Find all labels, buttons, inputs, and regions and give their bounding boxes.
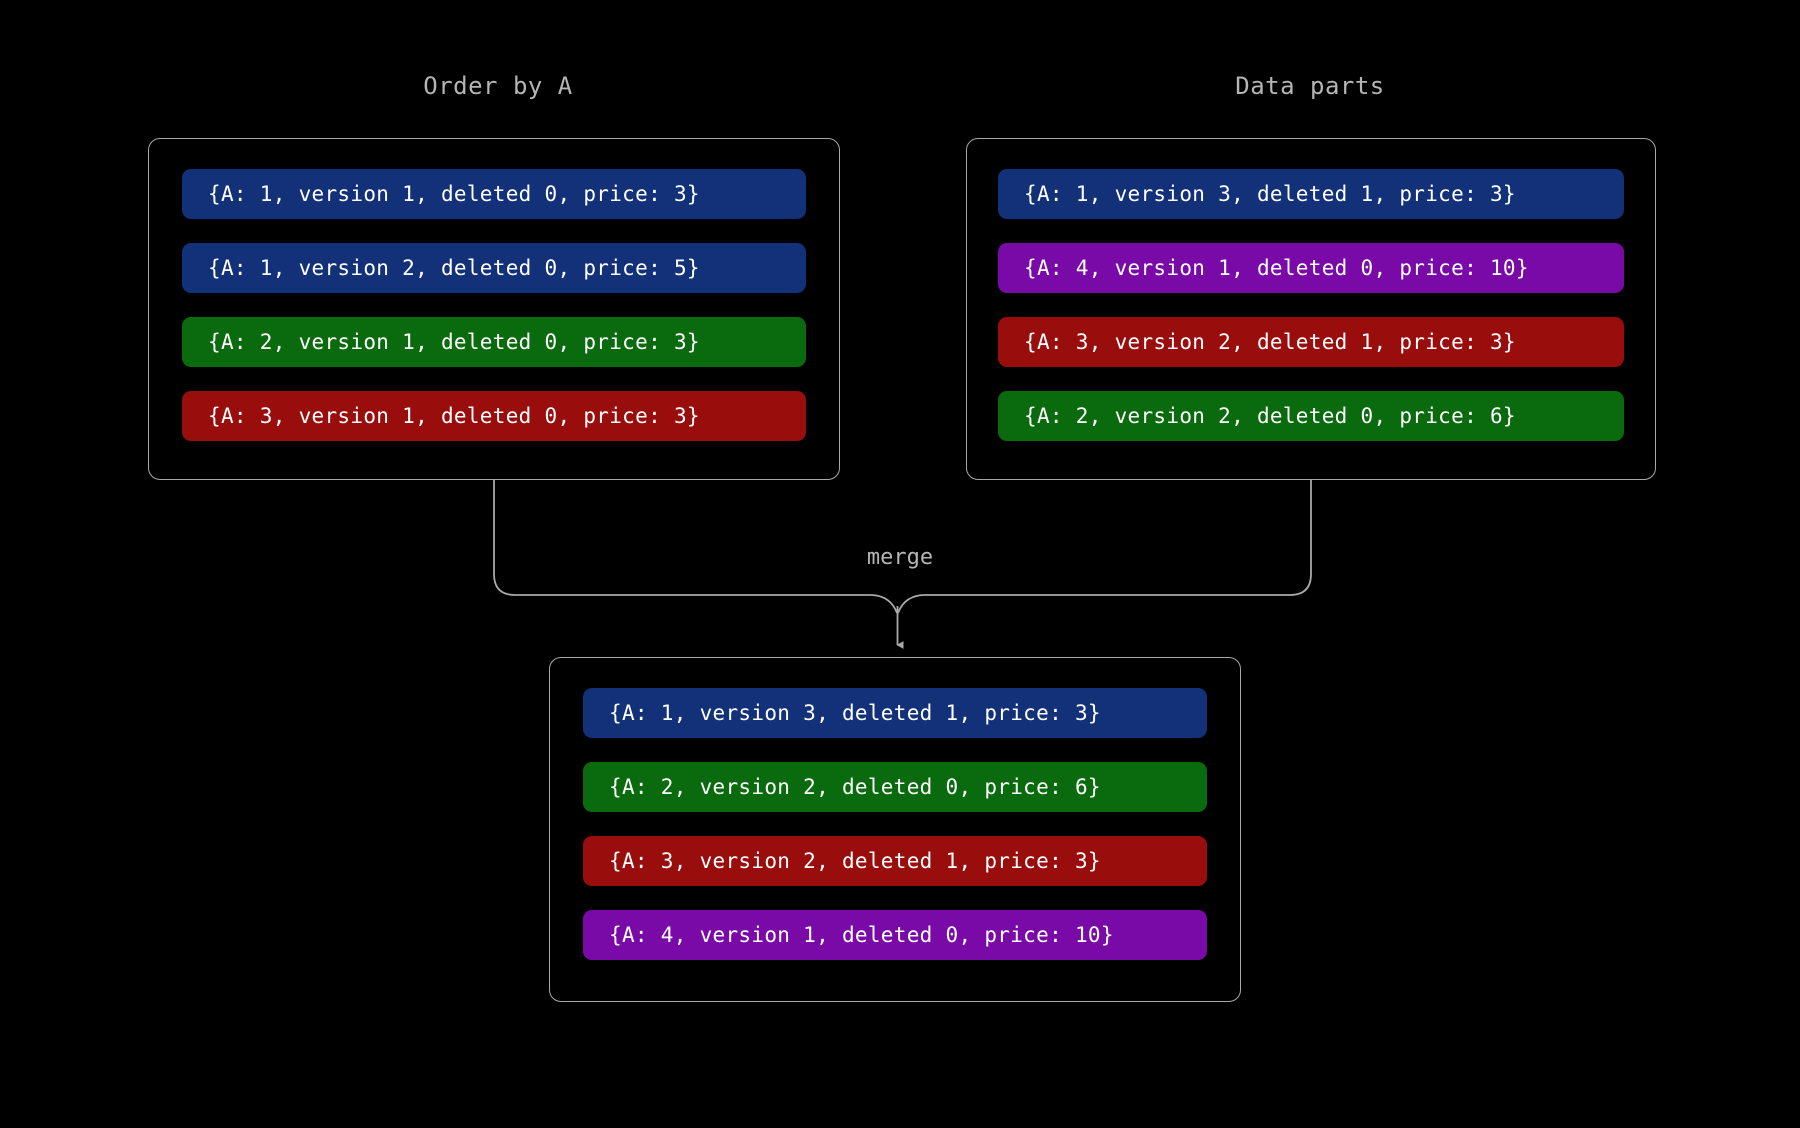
record-row-label: {A: 1, version 1, deleted 0, price: 3} xyxy=(208,182,700,206)
record-row-label: {A: 2, version 2, deleted 0, price: 6} xyxy=(1024,404,1516,428)
panel-title-order-by-a: Order by A xyxy=(423,72,573,100)
panel-merged-result: {A: 1, version 3, deleted 1, price: 3} {A… xyxy=(549,657,1241,1002)
record-row: {A: 1, version 2, deleted 0, price: 5} xyxy=(182,243,806,293)
record-row: {A: 4, version 1, deleted 0, price: 10} xyxy=(998,243,1624,293)
record-row: {A: 1, version 3, deleted 1, price: 3} xyxy=(998,169,1624,219)
connector-path-right xyxy=(897,480,1312,614)
record-row-label: {A: 2, version 2, deleted 0, price: 6} xyxy=(609,775,1101,799)
panel-order-by-a: {A: 1, version 1, deleted 0, price: 3} {A… xyxy=(148,138,840,480)
record-row-label: {A: 3, version 2, deleted 1, price: 3} xyxy=(1024,330,1516,354)
record-row-label: {A: 4, version 1, deleted 0, price: 10} xyxy=(609,923,1114,947)
record-row: {A: 2, version 1, deleted 0, price: 3} xyxy=(182,317,806,367)
record-row: {A: 3, version 2, deleted 1, price: 3} xyxy=(583,836,1207,886)
record-row: {A: 4, version 1, deleted 0, price: 10} xyxy=(583,910,1207,960)
record-row-label: {A: 3, version 1, deleted 0, price: 3} xyxy=(208,404,700,428)
record-row-label: {A: 4, version 1, deleted 0, price: 10} xyxy=(1024,256,1529,280)
record-row: {A: 2, version 2, deleted 0, price: 6} xyxy=(583,762,1207,812)
record-row-label: {A: 2, version 1, deleted 0, price: 3} xyxy=(208,330,700,354)
panel-title-data-parts: Data parts xyxy=(1235,72,1385,100)
record-row-label: {A: 1, version 3, deleted 1, price: 3} xyxy=(609,701,1101,725)
record-row: {A: 3, version 1, deleted 0, price: 3} xyxy=(182,391,806,441)
record-row-label: {A: 1, version 2, deleted 0, price: 5} xyxy=(208,256,700,280)
merge-label: merge xyxy=(866,545,934,570)
record-row: {A: 1, version 1, deleted 0, price: 3} xyxy=(182,169,806,219)
record-row-label: {A: 3, version 2, deleted 1, price: 3} xyxy=(609,849,1101,873)
record-row: {A: 2, version 2, deleted 0, price: 6} xyxy=(998,391,1624,441)
record-row: {A: 1, version 3, deleted 1, price: 3} xyxy=(583,688,1207,738)
connector-path-left xyxy=(493,480,898,614)
record-row: {A: 3, version 2, deleted 1, price: 3} xyxy=(998,317,1624,367)
panel-data-parts: {A: 1, version 3, deleted 1, price: 3} {A… xyxy=(966,138,1656,480)
record-row-label: {A: 1, version 3, deleted 1, price: 3} xyxy=(1024,182,1516,206)
